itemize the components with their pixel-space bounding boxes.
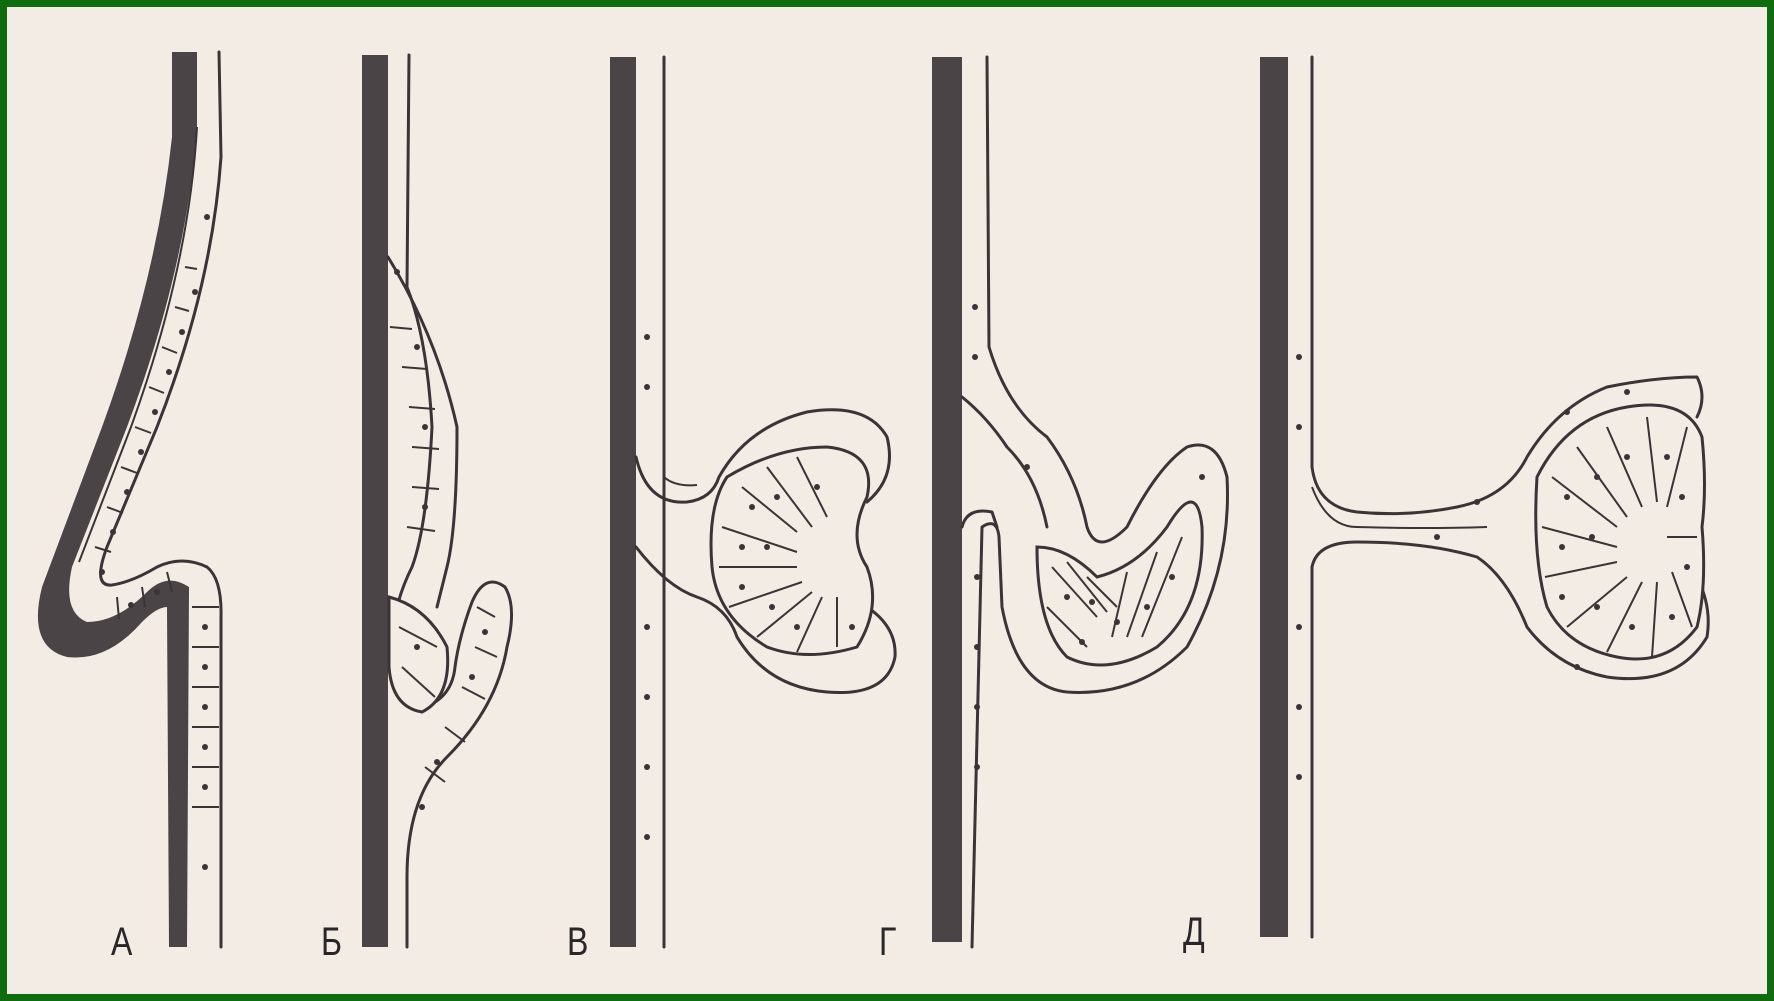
panel-d [1260, 57, 1708, 937]
panel-b-dark-band [362, 55, 388, 947]
panel-b-nuclei [394, 269, 488, 810]
panel-label-g: Г [879, 922, 896, 962]
panel-d-dark-band [1260, 57, 1288, 937]
panel-label-d: Д [1183, 912, 1205, 952]
panel-b-epithelium-right [388, 257, 457, 607]
panel-b-bud [389, 597, 448, 712]
panel-label-b: Б [321, 922, 342, 962]
panel-v-dark-band [610, 57, 636, 947]
panel-g [932, 57, 1228, 947]
panel-a-dark-band [38, 52, 197, 947]
panel-g-dark-band [932, 57, 962, 942]
panel-b [362, 55, 512, 947]
panel-a-epithelium-outer [101, 52, 221, 947]
panel-label-v: В [567, 922, 588, 962]
panel-label-a: А [111, 922, 132, 962]
panel-g-gland-body [1037, 502, 1202, 665]
panel-v [610, 57, 895, 947]
gland-development-diagram: .wall { fill: #4a4446; } .tube { fill: n… [7, 7, 1767, 994]
panel-b-epithelium-left [392, 55, 512, 947]
panel-a [38, 52, 221, 947]
figure-frame: .wall { fill: #4a4446; } .tube { fill: n… [7, 7, 1767, 994]
